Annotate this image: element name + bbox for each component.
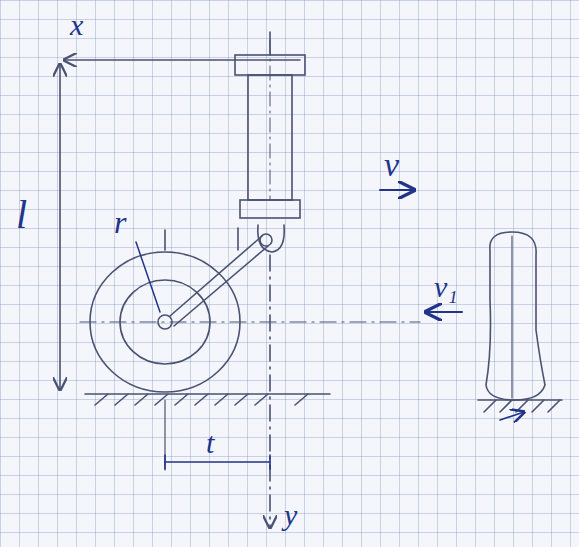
wheel-mark — [164, 230, 166, 250]
crank-rod — [170, 236, 262, 316]
symbol-label: x — [68, 10, 85, 40]
obstacle-axis — [511, 236, 512, 398]
dimension-line — [165, 461, 270, 463]
crank-rod — [174, 246, 268, 326]
radius-leader — [136, 242, 160, 312]
extension-line — [164, 400, 165, 470]
ground-line — [478, 399, 562, 401]
velocity-arrow — [426, 311, 462, 313]
small-arrow — [500, 412, 524, 420]
obstacle — [486, 232, 545, 400]
crank-pin — [260, 234, 272, 246]
center-line — [270, 40, 271, 200]
symbol-label: t — [204, 428, 216, 458]
symbol-label: l — [14, 195, 29, 235]
ground-hatch — [95, 394, 308, 405]
symbol-label: v — [382, 148, 401, 182]
y-axis — [269, 255, 271, 528]
ground-hatch — [484, 400, 560, 412]
dimension-tick — [164, 455, 166, 469]
cylinder-cap — [240, 200, 300, 218]
symbol-label: y — [282, 500, 299, 530]
dimension-line — [59, 64, 61, 390]
x-axis-arrow — [64, 59, 300, 61]
center-line — [80, 321, 420, 322]
symbol-label: r — [112, 206, 128, 238]
rod-hook — [258, 225, 284, 252]
wheel-mark — [237, 228, 239, 250]
velocity-arrow — [380, 189, 414, 191]
dimension-tick — [269, 455, 271, 469]
symbol-label: v₁ — [432, 272, 460, 302]
